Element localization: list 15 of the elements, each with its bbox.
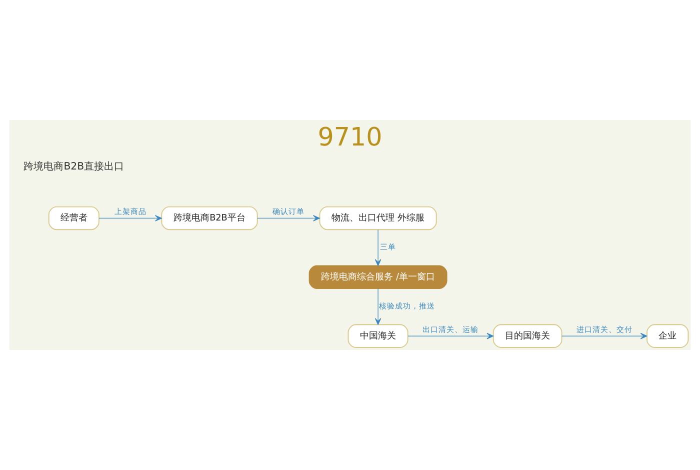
- node-box: 跨境电商综合服务 /单一窗口: [308, 265, 448, 290]
- node-box: 跨境电商B2B平台: [161, 206, 258, 230]
- arrow: [98, 215, 162, 222]
- arrow: [374, 229, 382, 266]
- node-box: 中国海关: [348, 324, 408, 348]
- node-box: 物流、出口代理 外综服: [319, 206, 437, 230]
- arrow: [562, 332, 648, 340]
- node-box: 目的国海关: [492, 324, 562, 348]
- arrow: [257, 215, 320, 222]
- node-box: 企业: [646, 324, 689, 348]
- arrow: [374, 288, 382, 325]
- label: 跨境电商B2B直接出口: [24, 161, 124, 172]
- node-box: 经营者: [48, 206, 100, 230]
- arrow: [408, 332, 494, 340]
- diagram-title: 9710: [318, 121, 382, 152]
